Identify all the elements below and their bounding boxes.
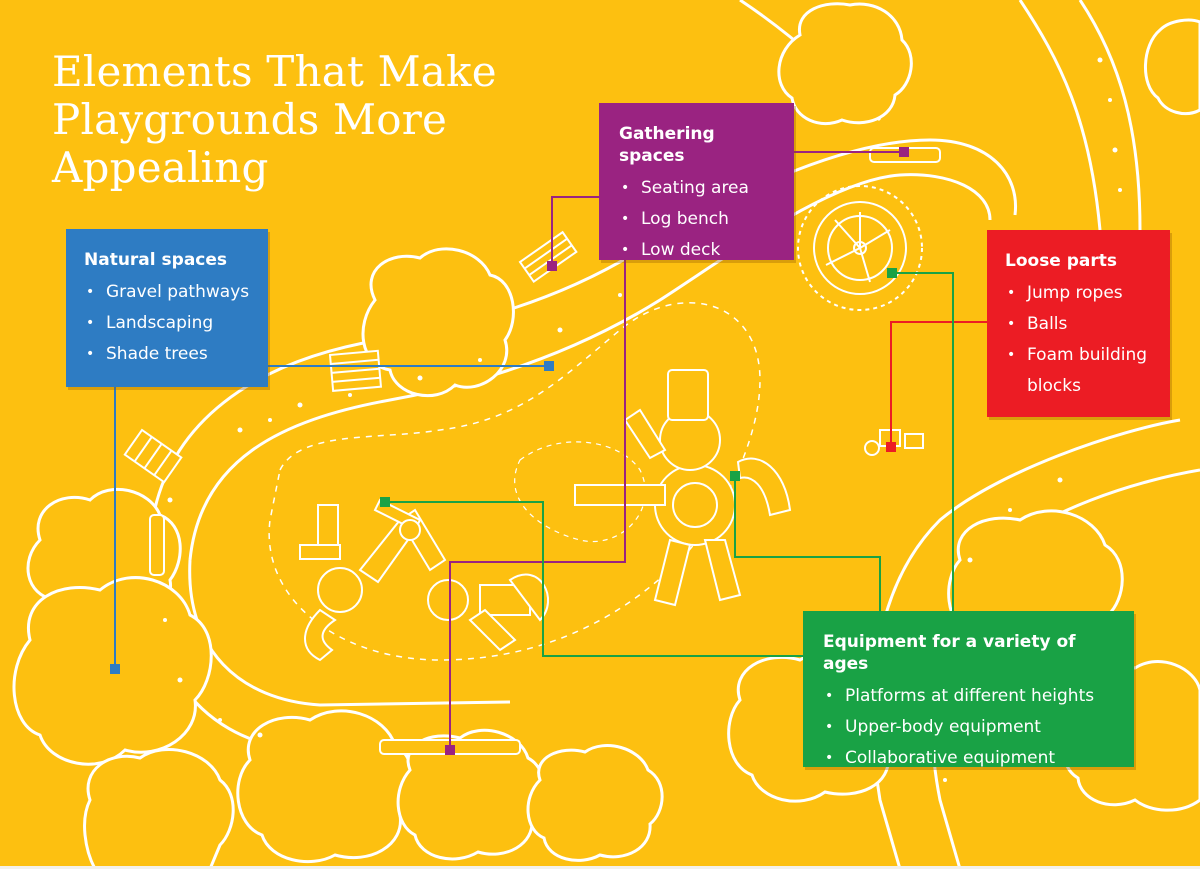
bench-icon [123, 428, 183, 484]
list-item-label: Balls [1027, 314, 1068, 334]
card-equipment: Equipment for a variety of ages Platform… [803, 611, 1134, 774]
tree-icon [777, 2, 913, 126]
marker-natural-2 [110, 664, 120, 674]
connector-natural [114, 365, 549, 669]
title-line-1: Elements That Make [52, 47, 497, 96]
page-title: Elements That Make Playgrounds More Appe… [52, 48, 572, 192]
list-item: Shade trees [84, 339, 252, 370]
list-item-label: Low deck [641, 240, 721, 260]
tree-icon [526, 744, 664, 862]
tree-icon [83, 748, 235, 869]
list-item: Landscaping [84, 308, 252, 339]
bench-icon [518, 230, 578, 284]
tree-icon [236, 709, 416, 864]
title-line-3: Appealing [52, 143, 269, 192]
list-item-label: Log bench [641, 209, 729, 229]
list-item: Collaborative equipment [823, 743, 1118, 774]
inner-zone-outline [268, 302, 761, 661]
list-item-label: Landscaping [106, 313, 214, 333]
card-gathering-spaces: Gathering spaces Seating area Log bench … [599, 103, 794, 266]
marker-loose [886, 442, 896, 452]
list-item-label: Seating area [641, 178, 749, 198]
list-item-label: Jump ropes [1027, 283, 1123, 303]
play-structures [299, 369, 924, 662]
list-item-label: Gravel pathways [106, 282, 250, 302]
connector-equipment [385, 272, 954, 657]
deck-icon [797, 185, 923, 311]
card-heading: Equipment for a variety of ages [823, 632, 1076, 674]
list-item: Foam building blocks [1005, 340, 1154, 402]
marker-equipment-1 [380, 497, 390, 507]
marker-equipment-3 [887, 268, 897, 278]
list-item: Upper-body equipment [823, 712, 1118, 743]
connector-gathering [449, 151, 904, 750]
bottom-border [0, 866, 1200, 869]
marker-gathering-3 [445, 745, 455, 755]
list-item: Platforms at different heights [823, 681, 1118, 712]
list-item-label: Collaborative equipment [845, 748, 1056, 768]
card-list: Platforms at different heights Upper-bod… [823, 681, 1118, 774]
tree-icon [1144, 18, 1200, 115]
card-list: Seating area Log bench Low deck [619, 173, 778, 266]
title-line-2: Playgrounds More [52, 95, 448, 144]
card-heading: Gathering spaces [619, 124, 715, 166]
card-heading: Natural spaces [84, 250, 228, 270]
card-natural-spaces: Natural spaces Gravel pathways Landscapi… [66, 229, 268, 387]
marker-natural-1 [544, 361, 554, 371]
card-list: Gravel pathways Landscaping Shade trees [84, 277, 252, 370]
connector-loose [890, 321, 987, 447]
list-item-label: Shade trees [106, 344, 208, 364]
bench-icon [328, 349, 383, 392]
card-loose-parts: Loose parts Jump ropes Balls Foam buildi… [987, 230, 1170, 417]
tree-icon [361, 247, 515, 398]
card-heading: Loose parts [1005, 251, 1118, 271]
list-item-label: Upper-body equipment [845, 717, 1041, 737]
list-item: Log bench [619, 204, 778, 235]
list-item-label: Platforms at different heights [845, 686, 1095, 706]
marker-gathering-2 [899, 147, 909, 157]
list-item: Gravel pathways [84, 277, 252, 308]
marker-gathering-1 [547, 261, 557, 271]
list-item: Balls [1005, 309, 1154, 340]
card-list: Jump ropes Balls Foam building blocks [1005, 278, 1154, 402]
list-item-label: Foam building blocks [1027, 345, 1148, 396]
list-item: Low deck [619, 235, 778, 266]
list-item: Seating area [619, 173, 778, 204]
list-item: Jump ropes [1005, 278, 1154, 309]
marker-equipment-2 [730, 471, 740, 481]
